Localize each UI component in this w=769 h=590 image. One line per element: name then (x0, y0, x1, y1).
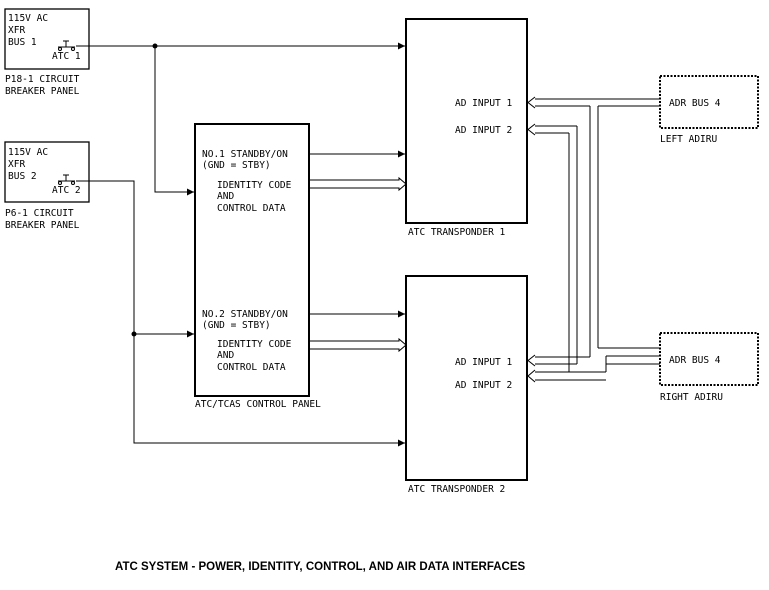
identity1-line2: AND (217, 191, 234, 202)
circuit-breaker-icon (58, 174, 75, 185)
power-source-bus1: 115V AC XFR BUS 1 ATC 1 P18-1 CIRCUIT BR… (4, 8, 90, 97)
transponder2-ad-input2: AD INPUT 2 (455, 380, 512, 391)
right-adiru: ADR BUS 4 RIGHT ADIRU (659, 332, 759, 403)
bus1-line2: XFR (8, 25, 25, 36)
bus2-line1: 115V AC (8, 147, 48, 158)
bus-arrowhead (527, 369, 536, 383)
right-adiru-label: RIGHT ADIRU (660, 392, 723, 403)
identity2-data-bus-arrow (309, 337, 407, 353)
power-source-bus1-box (4, 8, 90, 70)
atc-tcas-control-panel: NO.1 STANDBY/ON (GND = STBY) IDENTITY CO… (194, 123, 321, 410)
transponder1-ad-input2: AD INPUT 2 (455, 125, 512, 136)
transponder2-box (405, 275, 528, 481)
left-adiru-bus: ADR BUS 4 (669, 98, 721, 109)
identity2-line2: AND (217, 350, 234, 361)
atc-transponder-2: AD INPUT 1 AD INPUT 2 ATC TRANSPONDER 2 (405, 275, 528, 495)
diagram-caption: ATC SYSTEM - POWER, IDENTITY, CONTROL, A… (115, 561, 525, 573)
air-data-buses (527, 96, 660, 383)
identity2-line1: IDENTITY CODE (217, 339, 292, 350)
atc-transponder-1: AD INPUT 1 AD INPUT 2 ATC TRANSPONDER 1 (405, 18, 528, 238)
no2-standby-line1: NO.2 STANDBY/ON (202, 309, 288, 320)
bus1-line3: BUS 1 (8, 37, 37, 48)
control-panel-title: ATC/TCAS CONTROL PANEL (195, 399, 321, 410)
bus-arrowhead (527, 123, 536, 136)
bus-arrowhead (527, 96, 536, 109)
bus2-line2: XFR (8, 159, 25, 170)
no1-standby-line1: NO.1 STANDBY/ON (202, 149, 288, 160)
bus2-breaker-label: ATC 2 (52, 185, 81, 196)
power-source-bus2: 115V AC XFR BUS 2 ATC 2 P6-1 CIRCUIT BRE… (4, 141, 90, 231)
bus1-breaker-label: ATC 1 (52, 51, 81, 62)
bus2-to-transponder2-line (76, 180, 405, 447)
transponder1-box (405, 18, 528, 224)
right-adiru-box (659, 332, 759, 386)
control-panel-outputs (309, 150, 407, 353)
transponder2-ad-input1: AD INPUT 1 (455, 357, 512, 368)
identity1-line1: IDENTITY CODE (217, 180, 292, 191)
no1-standby-line2: (GND = STBY) (202, 160, 271, 171)
circuit-breaker-icon (58, 40, 75, 51)
bus2-line3: BUS 2 (8, 171, 37, 182)
bus2-panel-line2: BREAKER PANEL (5, 220, 80, 231)
identity2-line3: CONTROL DATA (217, 362, 286, 373)
left-adiru-label: LEFT ADIRU (660, 134, 717, 145)
bus1-panel-line2: BREAKER PANEL (5, 86, 80, 97)
bus2-panel-line1: P6-1 CIRCUIT (5, 208, 74, 219)
bus1-line1: 115V AC (8, 13, 48, 24)
bus-arrowhead (527, 354, 536, 367)
transponder2-title: ATC TRANSPONDER 2 (408, 484, 505, 495)
identity1-data-bus-arrow (309, 176, 407, 192)
identity1-line3: CONTROL DATA (217, 203, 286, 214)
left-adiru: ADR BUS 4 LEFT ADIRU (659, 75, 759, 145)
power-wiring (76, 42, 405, 447)
left-adiru-box (659, 75, 759, 129)
bus1-to-control-panel-line (154, 46, 194, 196)
bus1-panel-line1: P18-1 CIRCUIT (5, 74, 80, 85)
control-panel-box (194, 123, 310, 397)
power-source-bus2-box (4, 141, 90, 203)
right-adiru-bus: ADR BUS 4 (669, 355, 721, 366)
no2-standby-line2: (GND = STBY) (202, 320, 271, 331)
transponder1-title: ATC TRANSPONDER 1 (408, 227, 506, 238)
transponder1-ad-input1: AD INPUT 1 (455, 98, 512, 109)
